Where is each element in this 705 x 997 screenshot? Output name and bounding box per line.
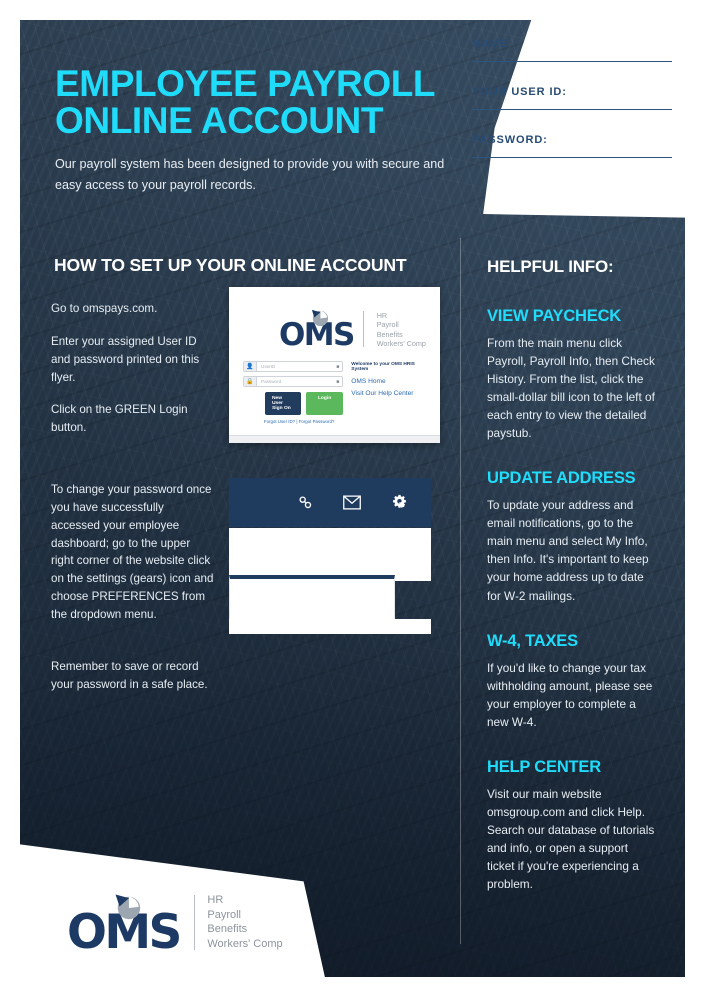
setup-step-4: To change your password once you have su… <box>51 483 214 621</box>
info-title-w4-taxes: W-4, TAXES <box>487 631 578 650</box>
info-block-view-paycheck: VIEW PAYCHECK From the main menu click P… <box>487 307 655 442</box>
mockup-username-placeholder: UserID <box>261 364 276 370</box>
footer-logo-divider <box>193 895 196 951</box>
keyboard-icon-2: ■ <box>336 378 340 385</box>
footer-tagline-line-2: Benefits <box>207 923 248 936</box>
link-icon[interactable] <box>297 494 314 511</box>
mockup-link-oms-home[interactable]: OMS Home <box>351 378 386 386</box>
footer-tagline: HR Payroll Benefits Workers' Comp <box>207 893 282 952</box>
setup-steps-group-2: To change your password once you have su… <box>51 481 214 639</box>
mockup-tagline-line-1: Payroll <box>376 320 399 330</box>
mockup-tagline-line-3: Workers' Comp <box>376 338 426 348</box>
info-block-update-address: UPDATE ADDRESS To update your address an… <box>487 469 655 604</box>
mockup-password-input[interactable]: 🔒 Password ■ <box>243 376 344 388</box>
footer-oms-logo: OMS HR Payroll Benefits Workers' Comp <box>67 892 283 956</box>
mockup-link-help-center[interactable]: Visit Our Help Center <box>351 390 414 398</box>
dashboard-content-area <box>229 528 431 581</box>
keyboard-icon: ■ <box>336 363 340 370</box>
mockup-password-placeholder: Password <box>261 379 282 385</box>
setup-heading: HOW TO SET UP YOUR ONLINE ACCOUNT <box>54 255 407 275</box>
mockup-footer-bar <box>229 435 440 443</box>
credentials-form: NAME YOUR USER ID: PASSWORD: <box>472 38 672 182</box>
field-user-id: YOUR USER ID: <box>472 86 672 110</box>
lock-icon: 🔒 <box>244 377 257 387</box>
pie-chart-icon <box>310 308 329 327</box>
field-name-label: NAME <box>472 38 508 50</box>
footer-tagline-line-1: Payroll <box>207 908 241 921</box>
gears-icon[interactable] <box>390 494 409 512</box>
field-name-rule[interactable] <box>472 61 672 62</box>
mockup-tagline: HR Payroll Benefits Workers' Comp <box>377 311 426 348</box>
login-screen-mockup: OMS HR Payroll Benefits Workers' Comp 👤 … <box>229 287 440 443</box>
dashboard-data-panel <box>229 575 395 623</box>
page-subtitle: Our payroll system has been designed to … <box>55 157 445 192</box>
dashboard-lower-strip <box>229 619 431 634</box>
info-title-view-paycheck: VIEW PAYCHECK <box>487 307 622 325</box>
mockup-welcome-text: Welcome to your OMS HRIS System <box>351 362 415 373</box>
footer-tagline-line-0: HR <box>207 894 224 906</box>
mockup-new-user-button[interactable]: New User Sign On <box>265 392 301 416</box>
setup-step-5: Remember to save or record your password… <box>51 660 208 691</box>
helpful-info-column: VIEW PAYCHECK From the main menu click P… <box>487 307 655 920</box>
dashboard-mockup <box>229 478 440 634</box>
user-icon: 👤 <box>244 362 257 372</box>
info-body-help-center: Visit our main website omsgroup.com and … <box>487 786 655 891</box>
setup-step-2: Enter your assigned User ID and password… <box>51 334 200 384</box>
field-password-label: PASSWORD: <box>472 134 548 146</box>
column-divider <box>460 238 461 944</box>
setup-step-3: Click on the GREEN Login button. <box>51 403 188 435</box>
field-user-id-rule[interactable] <box>472 109 672 110</box>
mockup-logo-divider <box>362 311 364 348</box>
mockup-tagline-line-0: HR <box>376 311 388 320</box>
info-block-w4-taxes: W-4, TAXES If you'd like to change your … <box>487 632 655 731</box>
pie-chart-icon-footer <box>113 892 142 921</box>
mockup-login-button[interactable]: Login <box>305 392 344 416</box>
page-title: EMPLOYEE PAYROLL ONLINE ACCOUNT <box>55 63 455 141</box>
setup-steps-group-3: Remember to save or record your password… <box>51 658 214 709</box>
page-title-line2: ONLINE ACCOUNT <box>55 99 384 141</box>
field-name: NAME <box>472 38 672 62</box>
field-user-id-label: YOUR USER ID: <box>472 86 567 98</box>
page-title-line1: EMPLOYEE PAYROLL <box>55 63 436 104</box>
info-body-view-paycheck: From the main menu click Payroll, Payrol… <box>487 336 655 441</box>
setup-steps: Go to omspays.com. Enter your assigned U… <box>51 300 216 452</box>
info-body-w4-taxes: If you'd like to change your tax withhol… <box>487 660 653 729</box>
setup-step-1: Go to omspays.com. <box>51 302 158 315</box>
info-title-update-address: UPDATE ADDRESS <box>487 469 636 488</box>
mockup-username-input[interactable]: 👤 UserID ■ <box>243 361 344 373</box>
envelope-icon[interactable] <box>343 495 361 510</box>
field-password: PASSWORD: <box>472 134 672 158</box>
footer-tagline-line-3: Workers' Comp <box>207 937 283 950</box>
mockup-forgot-links[interactable]: Forgot User ID? | Forgot Password? <box>263 419 335 425</box>
dashboard-toolbar <box>229 478 431 527</box>
field-password-rule[interactable] <box>472 157 672 158</box>
helpful-info-heading: HELPFUL INFO: <box>487 257 614 276</box>
mockup-tagline-line-2: Benefits <box>376 329 403 339</box>
info-body-update-address: To update your address and email notific… <box>487 498 649 603</box>
info-title-help-center: HELP CENTER <box>487 757 601 776</box>
info-block-help-center: HELP CENTER Visit our main website omsgr… <box>487 758 655 893</box>
mockup-oms-logo: OMS HR Payroll Benefits Workers' Comp <box>279 308 426 351</box>
